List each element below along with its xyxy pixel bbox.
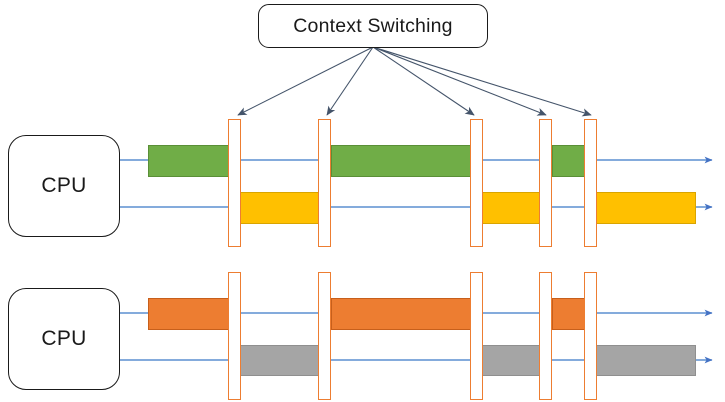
task-block-gray-2 (481, 345, 542, 376)
switch-4 (539, 119, 552, 247)
cpu-box-2: CPU (8, 288, 120, 390)
switch-8 (470, 272, 483, 400)
switch-2 (318, 119, 331, 247)
task-block-yellow-1 (240, 192, 321, 224)
task-block-green-2 (331, 145, 475, 177)
task-block-yellow-3 (596, 192, 696, 224)
switch-6 (228, 272, 241, 400)
task-block-orange-3 (552, 298, 588, 330)
cpu-label: CPU (41, 174, 87, 197)
switch-1 (228, 119, 241, 247)
task-block-gray-1 (240, 345, 321, 376)
connector-to-switch-2 (326, 46, 374, 116)
context-switching-callout: Context Switching (258, 4, 488, 48)
task-block-yellow-2 (481, 192, 542, 224)
switch-10 (584, 272, 597, 400)
task-block-orange-2 (331, 298, 475, 330)
switch-9 (539, 272, 552, 400)
connector-to-switch-4 (372, 46, 547, 116)
connector-to-switch-3 (372, 46, 475, 116)
switch-7 (318, 272, 331, 400)
connector-to-switch-1 (237, 46, 374, 116)
task-block-green-1 (148, 145, 232, 177)
task-block-green-3 (552, 145, 588, 177)
connector-to-switch-5 (372, 46, 592, 117)
task-block-gray-3 (596, 345, 696, 376)
switch-5 (584, 119, 597, 247)
cpu-label: CPU (41, 327, 87, 350)
context-switching-label: Context Switching (293, 14, 453, 37)
timelines-group (120, 156, 713, 364)
switch-3 (470, 119, 483, 247)
connectors-group (237, 46, 592, 117)
cpu-box-1: CPU (8, 135, 120, 237)
task-block-orange-1 (148, 298, 232, 330)
